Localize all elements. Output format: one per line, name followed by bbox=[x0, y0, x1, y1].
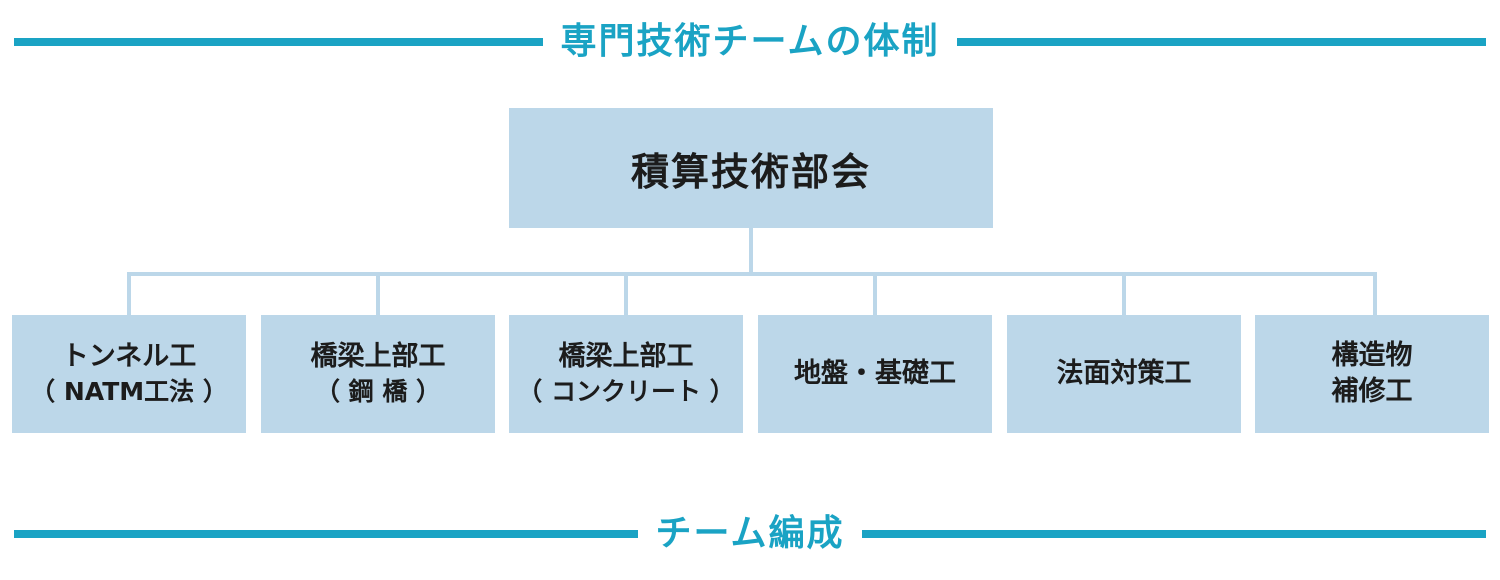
section-title: 専門技術チームの体制 bbox=[560, 21, 940, 62]
org-child-foundation: 地盤・基礎工 bbox=[758, 315, 992, 433]
org-child-slope-protection: 法面対策工 bbox=[1007, 315, 1241, 433]
child-connector-6 bbox=[1373, 272, 1377, 316]
child-connector-4 bbox=[873, 272, 877, 316]
child-label-line1: トンネル工 bbox=[61, 340, 197, 372]
section-header-team-structure: 専門技術チームの体制 bbox=[14, 12, 1487, 72]
branch-connector-horizontal bbox=[127, 272, 1377, 276]
child-label-line2: （ コンクリート ） bbox=[517, 377, 735, 407]
org-child-structure-repair: 構造物 補修工 bbox=[1255, 315, 1489, 433]
child-label-line2: （ NATM工法 ） bbox=[30, 377, 228, 407]
header-rule-left bbox=[14, 38, 543, 46]
child-label-line1: 地盤・基礎工 bbox=[794, 357, 956, 389]
org-root-box: 積算技術部会 bbox=[509, 108, 993, 228]
header-rule-left bbox=[14, 530, 638, 538]
org-child-concrete-bridge: 橋梁上部工 （ コンクリート ） bbox=[509, 315, 743, 433]
root-connector-vertical bbox=[749, 228, 753, 274]
child-label-line1: 法面対策工 bbox=[1056, 357, 1192, 389]
org-child-steel-bridge: 橋梁上部工 （ 鋼 橋 ） bbox=[261, 315, 495, 433]
child-label-line1: 構造物 bbox=[1331, 339, 1413, 371]
child-connector-3 bbox=[624, 272, 628, 316]
org-child-tunnel: トンネル工 （ NATM工法 ） bbox=[12, 315, 246, 433]
header-rule-right bbox=[862, 530, 1487, 538]
header-rule-right bbox=[957, 38, 1487, 46]
child-connector-2 bbox=[376, 272, 380, 316]
org-root-label: 積算技術部会 bbox=[630, 149, 871, 194]
child-label-line1: 橋梁上部工 bbox=[310, 340, 446, 372]
child-connector-5 bbox=[1122, 272, 1126, 316]
child-label-line2: （ 鋼 橋 ） bbox=[314, 377, 442, 407]
child-connector-1 bbox=[127, 272, 131, 316]
section-title: チーム編成 bbox=[655, 513, 845, 554]
section-header-team-formation: チーム編成 bbox=[14, 504, 1487, 564]
child-label-line2: 補修工 bbox=[1331, 376, 1413, 407]
child-label-line1: 橋梁上部工 bbox=[558, 340, 694, 372]
